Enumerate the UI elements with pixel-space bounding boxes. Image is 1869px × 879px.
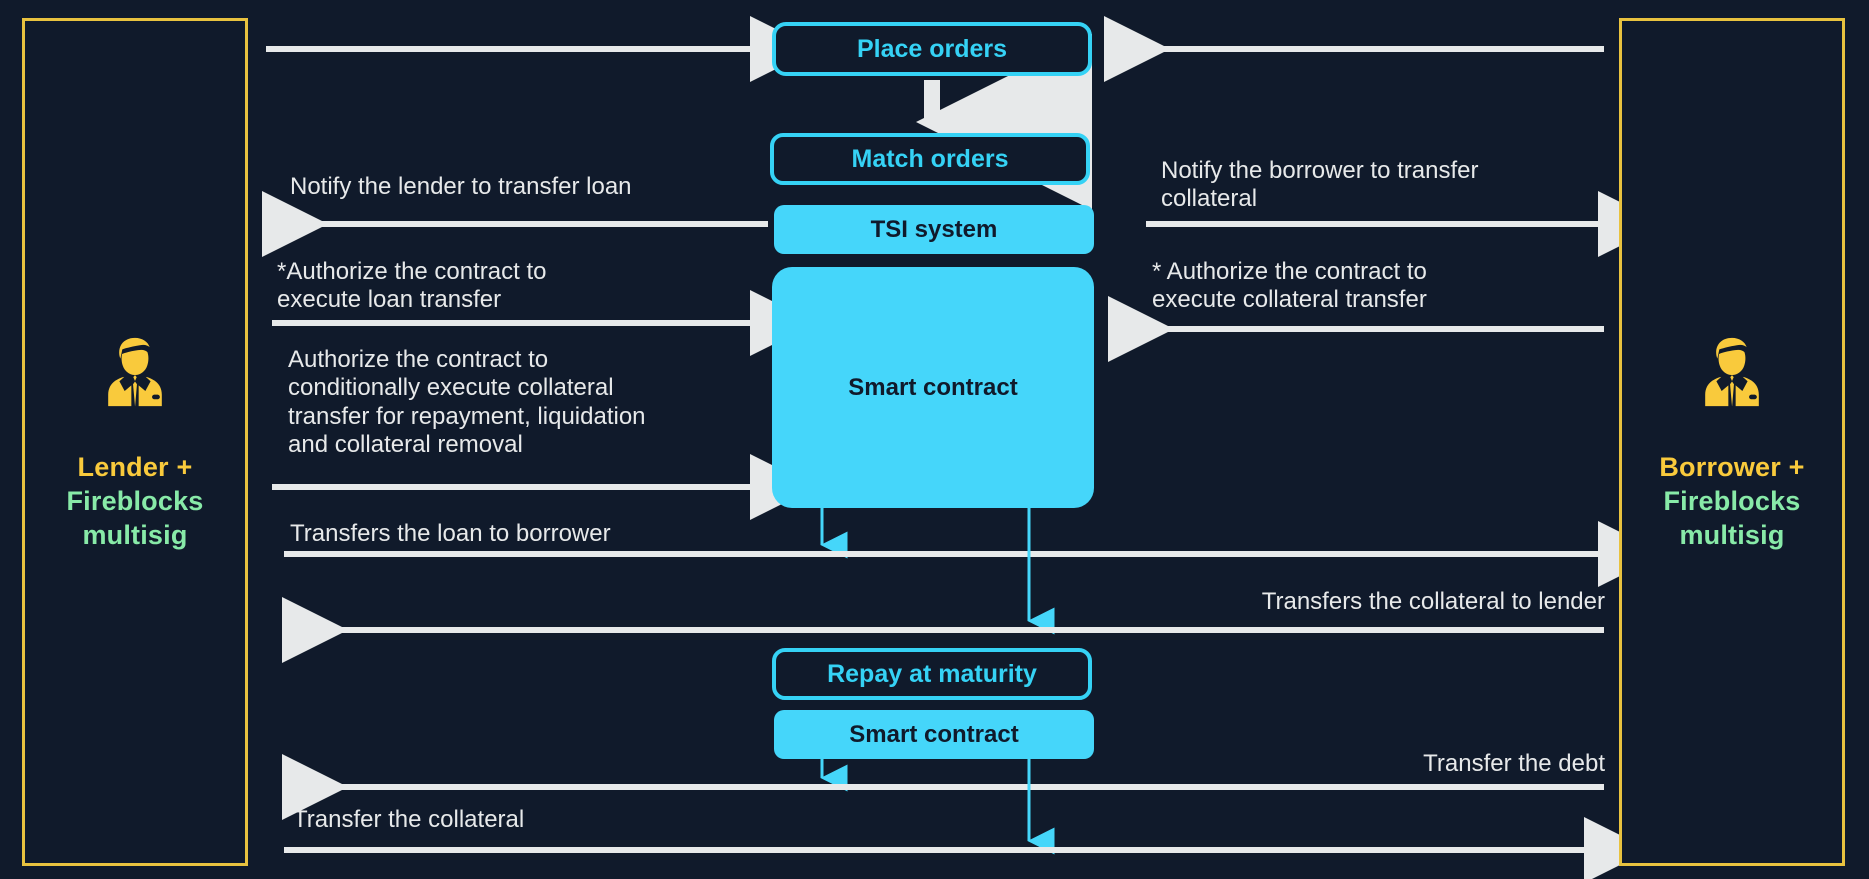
- label-authorize-loan: *Authorize the contract to execute loan …: [277, 258, 547, 314]
- actor-panel-borrower[interactable]: Borrower + Fireblocks multisig: [1619, 18, 1845, 866]
- business-person-icon: [1705, 338, 1759, 407]
- label-transfer-collateral: Transfer the collateral: [293, 806, 525, 833]
- actor-name-borrower: Borrower +: [1659, 452, 1805, 483]
- actor-name-lender: Lender +: [77, 452, 193, 483]
- actor-fireblocks-line1-borrower: Fireblocks: [1663, 486, 1801, 517]
- label-notify-borrower: Notify the borrower to transfer collater…: [1161, 157, 1479, 213]
- actor-fireblocks-line1-lender: Fireblocks: [66, 486, 204, 517]
- node-smart-contract-top[interactable]: Smart contract: [772, 267, 1094, 508]
- business-person-icon: [108, 338, 162, 407]
- actor-panel-lender[interactable]: Lender + Fireblocks multisig: [22, 18, 248, 866]
- label-transfers-loan: Transfers the loan to borrower: [290, 520, 611, 547]
- label-transfer-debt: Transfer the debt: [1423, 750, 1605, 777]
- actor-fireblocks-line2-lender: multisig: [82, 519, 188, 550]
- node-repay-at-maturity[interactable]: Repay at maturity: [772, 648, 1092, 700]
- actor-label-borrower: Borrower + Fireblocks multisig: [1659, 451, 1804, 552]
- label-authorize-conditional: Authorize the contract to conditionally …: [288, 346, 646, 458]
- label-transfers-collateral: Transfers the collateral to lender: [1261, 588, 1605, 615]
- actor-label-lender: Lender + Fireblocks multisig: [66, 451, 203, 552]
- node-place-orders[interactable]: Place orders: [772, 22, 1092, 76]
- label-authorize-collateral: * Authorize the contract to execute coll…: [1152, 258, 1427, 314]
- actor-fireblocks-line2-borrower: multisig: [1679, 519, 1785, 550]
- node-tsi-system[interactable]: TSI system: [774, 205, 1094, 254]
- label-notify-lender: Notify the lender to transfer loan: [290, 173, 632, 200]
- node-match-orders[interactable]: Match orders: [770, 133, 1090, 185]
- node-smart-contract-bottom[interactable]: Smart contract: [774, 710, 1094, 759]
